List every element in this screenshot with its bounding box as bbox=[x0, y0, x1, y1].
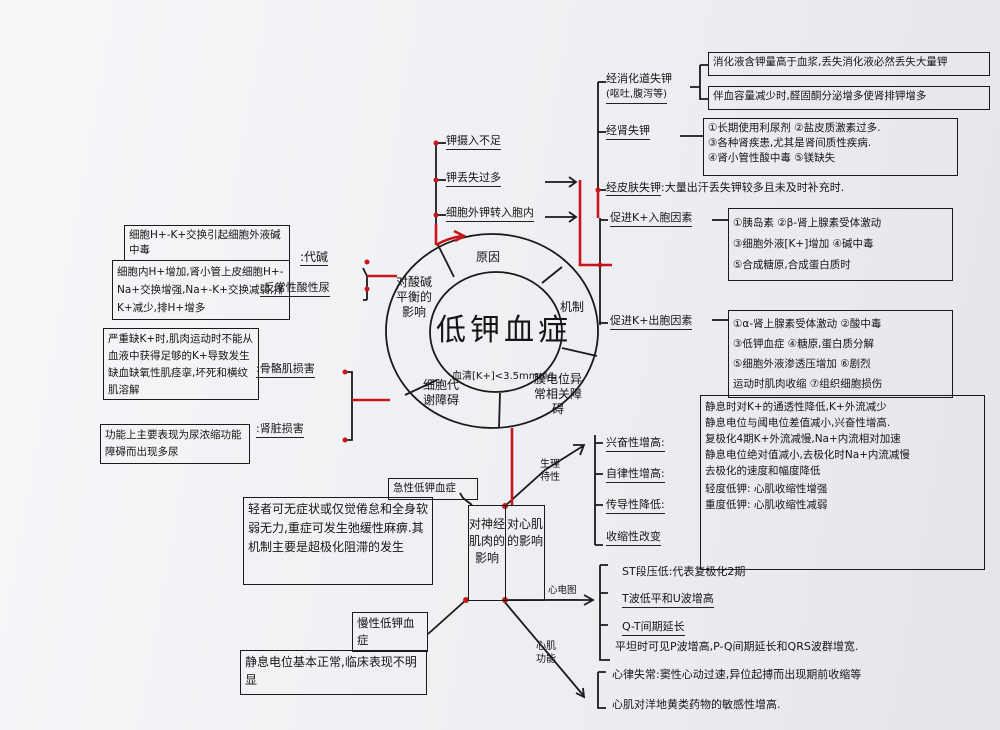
alkalosis-label: :代碱 bbox=[300, 250, 329, 266]
skin-loss-note: :大量出汗丢失钾较多且未及时补充时. bbox=[661, 181, 845, 194]
segment-membrane[interactable]: 膜电位异常相关障碍 bbox=[533, 372, 582, 416]
ecg-item: 平坦时可见P波增高,P-Q间期延长和QRS波群增宽. bbox=[615, 640, 859, 653]
skeletal-muscle-note: 严重缺K+时,肌肉运动时不能从血液中获得足够的K+导致发生缺血缺氧性肌痉挛,坏死… bbox=[103, 328, 259, 400]
shift-out-label: 促进K+出胞因素 bbox=[610, 314, 693, 330]
acute-note: 轻者可无症状或仅觉倦怠和全身软弱无力,重症可发生弛缓性麻痹.其机制主要是超极化阻… bbox=[243, 497, 433, 585]
neuro-effect-box[interactable]: 对神经肌肉的影响 bbox=[468, 505, 506, 601]
segment-cause[interactable]: 原因 bbox=[476, 250, 501, 264]
chronic-label: 慢性低钾血症 bbox=[352, 612, 428, 652]
segment-mechanism[interactable]: 机制 bbox=[560, 300, 585, 314]
function-item: 心律失常:窦性心动过速,异位起搏而出现期前收缩等 bbox=[612, 668, 862, 681]
gi-loss-note-1: 消化液含钾量高于血浆,丢失消化液必然丢失大量钾 bbox=[708, 52, 990, 76]
gi-loss-sub: (呕吐,腹泻等) bbox=[606, 88, 667, 104]
physio-contractility-label: 收缩性改变 bbox=[606, 530, 661, 546]
cause-item: 钾摄入不足 bbox=[446, 134, 501, 150]
ecg-item: T波低平和U波增高 bbox=[622, 592, 714, 608]
renal-damage-note: 功能上主要表现为尿浓缩功能障碍而出现多尿 bbox=[100, 424, 250, 464]
center-definition: 血清[K+]<3.5mmol/L bbox=[452, 371, 557, 382]
junction-dots bbox=[342, 140, 603, 603]
function-label: 心肌功能 bbox=[536, 641, 556, 665]
ecg-item: Q-T间期延长 bbox=[622, 620, 685, 636]
skin-loss-label: 经皮肤失钾 bbox=[606, 181, 661, 196]
cause-item: 细胞外钾转入胞内 bbox=[446, 206, 534, 222]
cause-item: 钾丢失过多 bbox=[446, 171, 501, 187]
outer-ring bbox=[385, 233, 599, 429]
ecg-label: 心电图 bbox=[548, 584, 577, 600]
physio-automaticity-label: 自律性增高: bbox=[606, 467, 665, 483]
alkalosis-note: 细胞H+-K+交换引起细胞外液碱中毒 bbox=[124, 225, 290, 261]
gi-loss-label: 经消化道失钾 bbox=[606, 72, 672, 85]
renal-loss-notes: ①长期使用利尿剂 ②盐皮质激素过多.③各种肾疾患,尤其是肾间质性疾病.④肾小管性… bbox=[703, 118, 958, 176]
physio-excitability-label: 兴奋性增高: bbox=[606, 436, 665, 452]
physio-conductivity-label: 传导性降低: bbox=[606, 498, 665, 514]
ecg-item: ST段压低:代表复极化2期 bbox=[622, 565, 746, 578]
physio-label: 生理特性 bbox=[540, 459, 560, 483]
physio-notes: 静息时对K+的通透性降低,K+外流减少静息电位与阈电位差值减小,兴奋性增高. 复… bbox=[700, 395, 985, 570]
heart-effect-box[interactable]: 对心肌的影响 bbox=[505, 505, 545, 601]
gi-loss-note-2: 伴血容量减少时,醛固酮分泌增多使肾排钾增多 bbox=[708, 86, 990, 110]
inner-ring bbox=[429, 271, 563, 393]
function-item: 心肌对洋地黄类药物的敏感性增高. bbox=[612, 698, 781, 711]
aciduria-note: 细胞内H+增加,肾小管上皮细胞H+-Na+交换增强,Na+-K+交换减弱,排K+… bbox=[112, 260, 290, 320]
shift-into-label: 促进K+入胞因素 bbox=[610, 211, 693, 227]
aciduria-label: :反常性酸性尿 bbox=[260, 281, 330, 297]
segment-acid-base[interactable]: 对酸碱平衡的影响 bbox=[395, 275, 432, 319]
skin-loss: 经皮肤失钾:大量出汗丢失钾较多且未及时补充时. bbox=[606, 181, 845, 196]
skeletal-muscle-label: :骨骼肌损害 bbox=[256, 362, 315, 378]
center-title: 低钾血症 bbox=[436, 313, 572, 348]
renal-damage-label: :肾脏损害 bbox=[256, 422, 304, 438]
segment-metabolism[interactable]: 细胞代谢障碍 bbox=[422, 378, 459, 407]
chronic-note: 静息电位基本正常,临床表现不明显 bbox=[240, 650, 427, 695]
renal-loss-label: 经肾失钾 bbox=[606, 124, 650, 140]
acute-label: 急性低钾血症 bbox=[388, 478, 478, 500]
